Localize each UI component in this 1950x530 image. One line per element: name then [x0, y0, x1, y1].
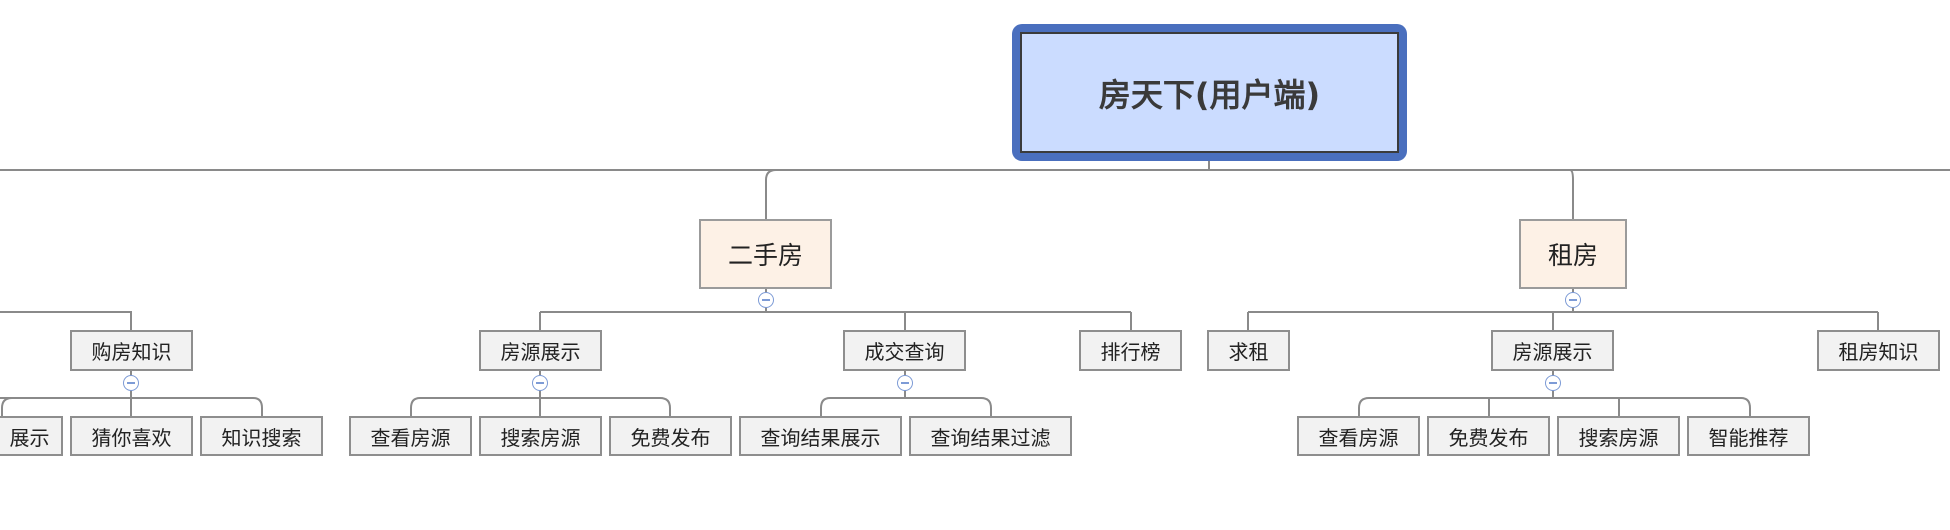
connector-ershoufang-children: [539, 289, 1132, 330]
node-zufang-fangyuan-zhanshi[interactable]: 房源展示: [1491, 330, 1614, 371]
node-paihangbang[interactable]: 排行榜: [1079, 330, 1182, 371]
node-ershou-sousuo-fangyuan[interactable]: 搜索房源: [479, 416, 602, 456]
node-zhineng-tuijian[interactable]: 智能推荐: [1687, 416, 1810, 456]
node-zhanshi-partial[interactable]: 展示: [0, 416, 63, 456]
connector-bus-ershoufang: [765, 169, 784, 219]
connector-left-partial: [0, 311, 132, 330]
collapse-zufang-fangyuan-icon[interactable]: [1545, 375, 1561, 391]
node-ershou-mianfei-fabu[interactable]: 免费发布: [609, 416, 732, 456]
node-goufangzhishi[interactable]: 购房知识: [70, 330, 193, 371]
node-zufang-mianfei-fabu[interactable]: 免费发布: [1427, 416, 1550, 456]
node-ershou-chakan-fangyuan[interactable]: 查看房源: [349, 416, 472, 456]
node-qiuzu[interactable]: 求租: [1207, 330, 1290, 371]
collapse-ershoufang-icon[interactable]: [758, 292, 774, 308]
node-chengjiao-chaxun[interactable]: 成交查询: [843, 330, 966, 371]
node-chaxun-jieguo-zhanshi[interactable]: 查询结果展示: [739, 416, 902, 456]
branch-zufang[interactable]: 租房: [1519, 219, 1627, 289]
branch-ershoufang[interactable]: 二手房: [699, 219, 832, 289]
collapse-goufangzhishi-icon[interactable]: [123, 375, 139, 391]
collapse-ershou-fangyuan-icon[interactable]: [532, 375, 548, 391]
root-label: 房天下(用户端): [1020, 32, 1399, 153]
node-ershou-fangyuan-zhanshi[interactable]: 房源展示: [479, 330, 602, 371]
node-zhishi-sousuo[interactable]: 知识搜索: [200, 416, 323, 456]
connector-root-bus: [0, 152, 1950, 171]
node-chaxun-jieguo-guolv[interactable]: 查询结果过滤: [909, 416, 1072, 456]
connector-zufang-children: [1247, 289, 1879, 330]
root-node[interactable]: 房天下(用户端): [1012, 24, 1407, 161]
collapse-chengjiao-icon[interactable]: [897, 375, 913, 391]
node-zufang-sousuo-fangyuan[interactable]: 搜索房源: [1557, 416, 1680, 456]
node-zufang-zhishi[interactable]: 租房知识: [1817, 330, 1940, 371]
collapse-zufang-icon[interactable]: [1565, 292, 1581, 308]
node-zufang-chakan-fangyuan[interactable]: 查看房源: [1297, 416, 1420, 456]
connector-bus-zufang: [1562, 169, 1574, 219]
node-caini-xihuan[interactable]: 猜你喜欢: [70, 416, 193, 456]
